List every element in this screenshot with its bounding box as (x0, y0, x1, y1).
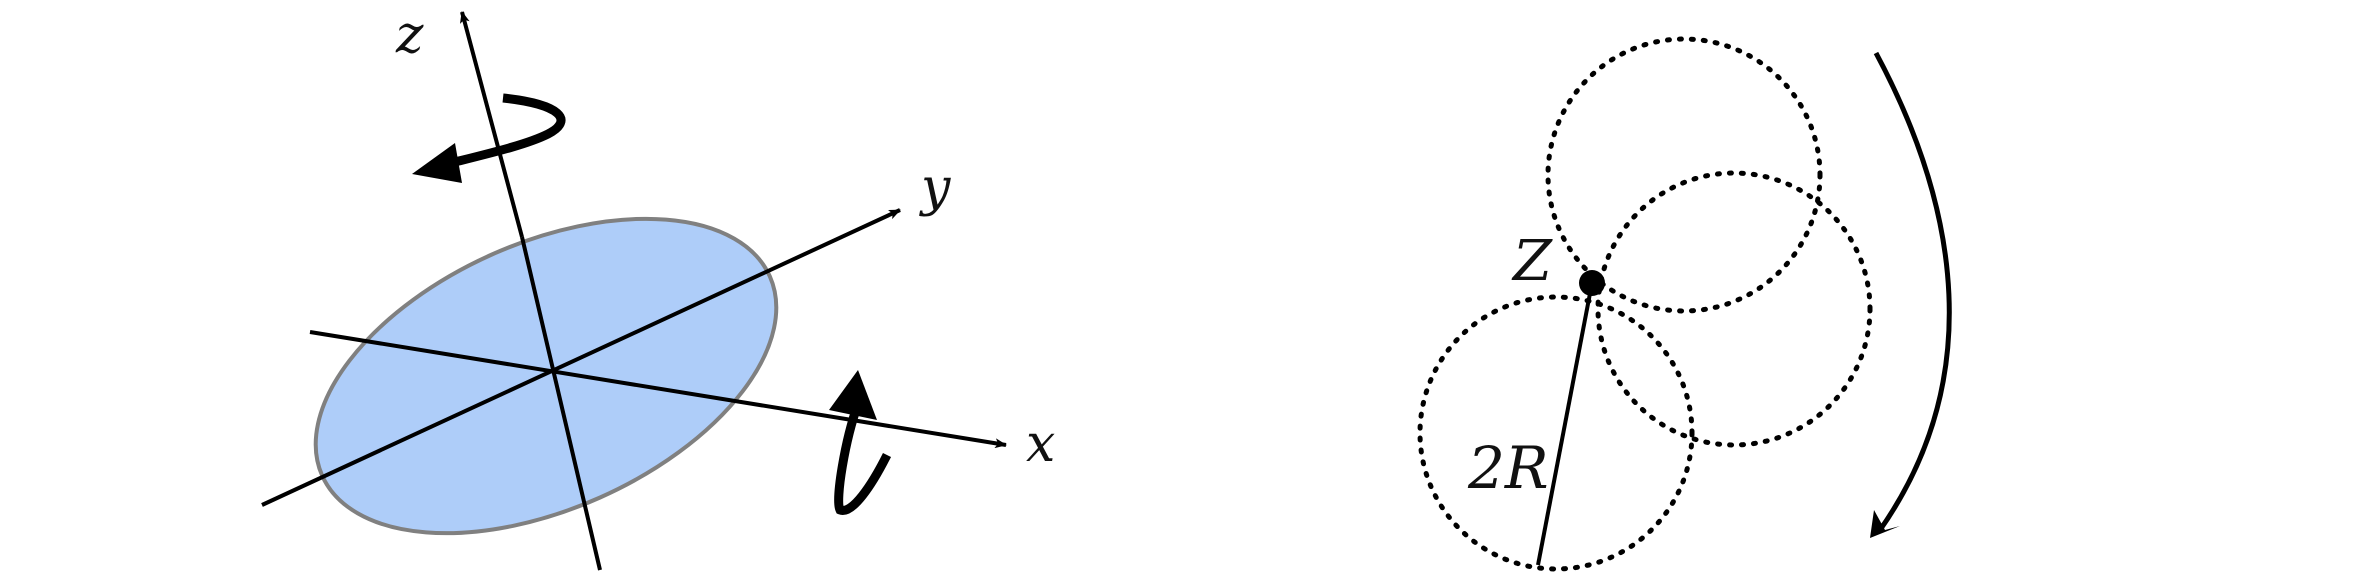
point-z-label: Z (1511, 229, 1553, 294)
rotation-direction-arrowhead (1870, 510, 1900, 538)
rotation-direction-arrow (1873, 51, 1952, 532)
x-axis-label: x (1026, 414, 1055, 474)
z-axis-back (460, 11, 524, 238)
z-axis-label: z (395, 5, 424, 65)
rolling-circles-diagram: Z 2R (1417, 36, 1952, 572)
point-z (1579, 270, 1605, 296)
z-axis (520, 236, 602, 571)
y-axis-label: y (919, 158, 951, 218)
x-axis (309, 330, 1007, 449)
x-rotation-arrow (829, 370, 892, 515)
radius-label: 2R (1467, 434, 1549, 502)
rotating-disk-diagram: z y x (261, 5, 1055, 571)
radius-line (1536, 282, 1594, 566)
dotted-circle-bottom (1417, 294, 1695, 572)
z-rotation-arrow (412, 93, 566, 183)
dotted-circle-top (1545, 36, 1823, 314)
dotted-circle-middle (1595, 170, 1873, 448)
y-axis (261, 208, 901, 507)
